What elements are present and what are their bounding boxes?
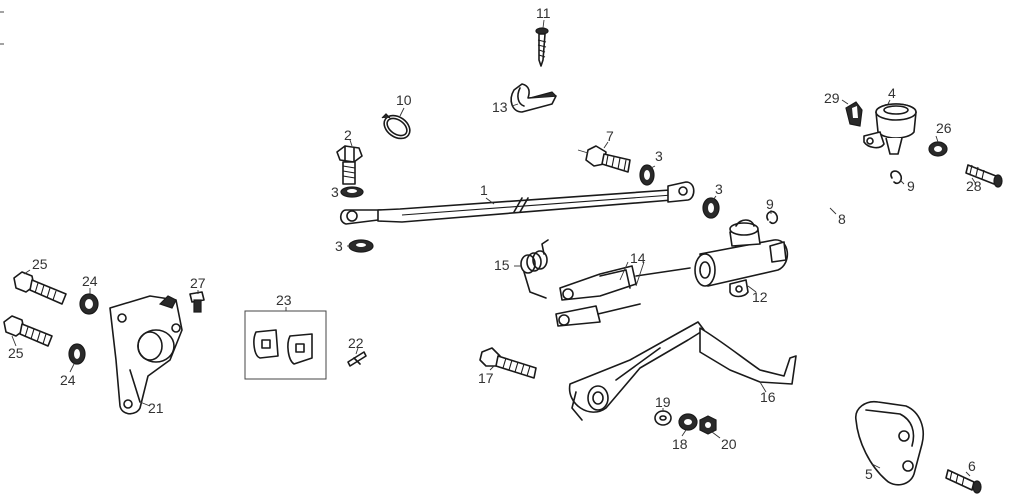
part-27-bleed-screw xyxy=(189,291,205,313)
part-9-clip-right xyxy=(890,170,903,185)
part-15-spring xyxy=(520,239,549,299)
part-7-bolt xyxy=(577,145,631,173)
callout-7: 7 xyxy=(606,128,614,144)
part-3-washer-top xyxy=(340,186,364,198)
callout-13: 13 xyxy=(492,99,508,115)
part-19-washer xyxy=(654,410,672,426)
callout-24: 24 xyxy=(82,273,98,289)
callout-3: 3 xyxy=(335,238,343,254)
part-29-bracket xyxy=(845,101,863,127)
callout-20: 20 xyxy=(721,436,737,452)
callout-labels: 1 2 3 3 3 3 4 5 6 7 8 9 9 10 11 12 13 14… xyxy=(8,5,982,482)
part-22-pin xyxy=(347,351,367,367)
part-23-brake-pads xyxy=(244,310,327,380)
callout-2: 2 xyxy=(344,127,352,143)
callout-23: 23 xyxy=(276,292,292,308)
callout-24: 24 xyxy=(60,372,76,388)
callout-5: 5 xyxy=(865,466,873,482)
callout-27: 27 xyxy=(190,275,206,291)
part-8-hose xyxy=(781,161,889,215)
callout-6: 6 xyxy=(968,458,976,474)
part-10-hose-clip xyxy=(381,113,411,140)
callout-12: 12 xyxy=(752,289,768,305)
callout-3: 3 xyxy=(655,148,663,164)
callout-15: 15 xyxy=(494,257,510,273)
leader-lines xyxy=(11,19,977,477)
callout-25: 25 xyxy=(32,256,48,272)
part-25-bolt-bottom xyxy=(3,315,53,347)
callout-22: 22 xyxy=(348,335,364,351)
callout-26: 26 xyxy=(936,120,952,136)
callout-8: 8 xyxy=(838,211,846,227)
part-26-washer xyxy=(928,141,948,157)
part-13-clamp xyxy=(510,83,557,113)
callout-19: 19 xyxy=(655,394,671,410)
callout-3: 3 xyxy=(331,184,339,200)
part-20-nut xyxy=(699,415,717,435)
part-6-screw xyxy=(945,469,982,494)
part-16-brake-pedal xyxy=(568,321,797,421)
part-24-lock-washer-bottom xyxy=(68,343,86,365)
part-4-reservoir xyxy=(863,103,917,155)
part-3-washer-bottom xyxy=(348,239,374,253)
part-11-screw xyxy=(535,27,549,67)
part-9-clip-left xyxy=(766,210,779,225)
callout-1: 1 xyxy=(480,182,488,198)
callout-16: 16 xyxy=(760,389,776,405)
callout-3: 3 xyxy=(715,181,723,197)
callout-14: 14 xyxy=(630,250,646,266)
callout-17: 17 xyxy=(478,370,494,386)
callout-28: 28 xyxy=(966,178,982,194)
part-24-lock-washer-top xyxy=(79,293,99,315)
part-18-washer xyxy=(678,413,698,431)
callout-18: 18 xyxy=(672,436,688,452)
edge-marks xyxy=(0,11,4,45)
part-1-brake-pipe xyxy=(339,181,695,225)
part-14-push-rod xyxy=(555,265,691,327)
part-17-long-bolt xyxy=(479,347,537,379)
part-2-banjo-bolt xyxy=(336,145,363,185)
part-21-caliper xyxy=(109,295,183,415)
callout-10: 10 xyxy=(396,92,412,108)
callout-4: 4 xyxy=(888,85,896,101)
part-28-screw xyxy=(965,164,1003,188)
callout-21: 21 xyxy=(148,400,164,416)
part-3-washer-right xyxy=(639,164,655,186)
part-12-master-cylinder xyxy=(694,219,789,298)
callout-9: 9 xyxy=(907,178,915,194)
part-3-washer-far-right xyxy=(702,197,720,219)
callout-25: 25 xyxy=(8,345,24,361)
callout-11: 11 xyxy=(536,5,551,21)
callout-9: 9 xyxy=(766,196,774,212)
callout-29: 29 xyxy=(824,90,840,106)
part-25-bolt-top xyxy=(13,271,67,305)
